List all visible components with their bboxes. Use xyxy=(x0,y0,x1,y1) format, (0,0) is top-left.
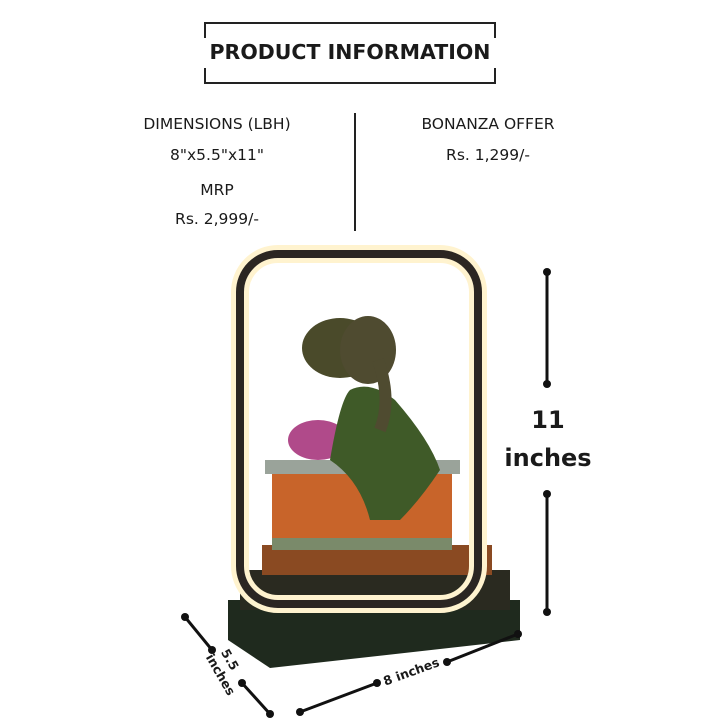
base-bottom xyxy=(228,600,520,668)
column-divider xyxy=(354,113,356,231)
mrp-value: Rs. 2,999/- xyxy=(175,210,259,228)
height-number: 11 xyxy=(531,406,565,434)
header-box-gap xyxy=(493,38,497,68)
seat-bottom xyxy=(272,538,452,550)
dimension-lines xyxy=(183,272,549,716)
mrp-label: MRP xyxy=(200,181,234,199)
offer-label: BONANZA OFFER xyxy=(421,115,555,133)
page-title: PRODUCT INFORMATION xyxy=(209,40,491,64)
dimensions-value: 8"x5.5"x11" xyxy=(170,146,264,164)
frame xyxy=(236,250,482,608)
idol-body xyxy=(330,386,440,520)
header-box-gap xyxy=(203,38,207,68)
height-unit: inches xyxy=(504,444,592,472)
header-box xyxy=(203,22,497,84)
idol-trunk xyxy=(372,358,392,433)
dimension-endpoints xyxy=(181,268,551,718)
dimensions-label: DIMENSIONS (LBH) xyxy=(143,115,291,133)
offer-value: Rs. 1,299/- xyxy=(446,146,530,164)
